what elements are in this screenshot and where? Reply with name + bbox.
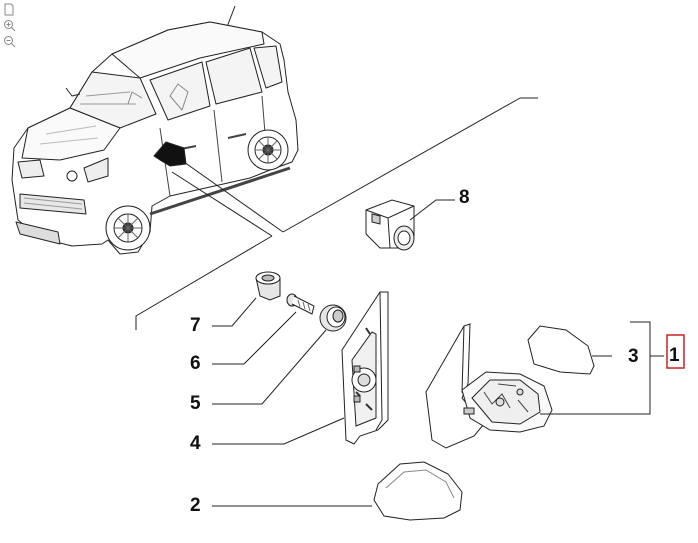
callout-2[interactable]: 2: [190, 495, 201, 516]
zoom-lines: [135, 97, 538, 330]
callout-1[interactable]: 1: [669, 345, 680, 366]
highlight-box: [666, 334, 685, 369]
part-4-plate: [212, 291, 389, 445]
part-2-mirror-cap: [212, 461, 463, 521]
page-icon[interactable]: [2, 2, 16, 16]
part-1-mirror-assembly: [425, 321, 651, 449]
part-8-switch: [365, 199, 455, 251]
zoom-in-icon[interactable]: [2, 18, 16, 32]
callout-3[interactable]: 3: [628, 346, 639, 367]
part-5-ring: [212, 304, 347, 405]
part-3-mirror-glass: [527, 325, 612, 375]
callout-4[interactable]: 4: [190, 433, 201, 454]
part-6-screw: [212, 293, 315, 365]
callout-5[interactable]: 5: [190, 393, 201, 414]
zoom-out-icon[interactable]: [2, 34, 16, 48]
callout-6[interactable]: 6: [190, 353, 201, 374]
callout-8[interactable]: 8: [459, 187, 470, 208]
callout-7[interactable]: 7: [190, 315, 201, 336]
part-7-grommet: [212, 271, 281, 327]
car-illustration: [11, 5, 299, 255]
